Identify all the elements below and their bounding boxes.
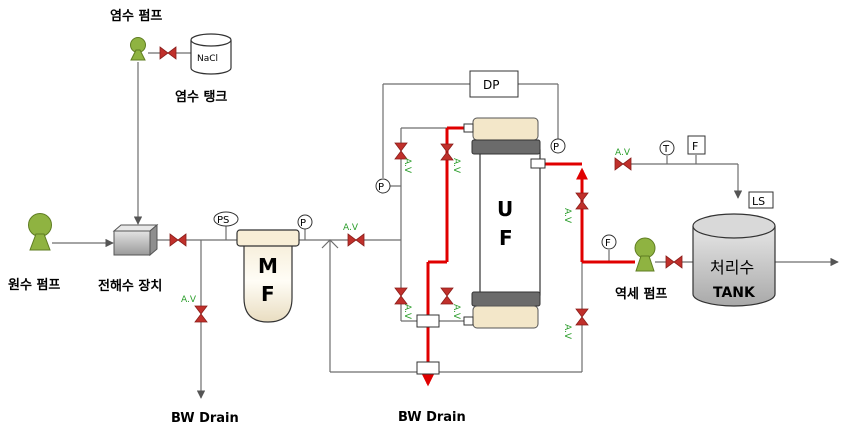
brine-tank-content: NaCl (197, 54, 218, 64)
pressure-gauge-uf-right: P (550, 138, 566, 154)
av-label-uf-lower-right: A.V (451, 304, 461, 320)
uf-inlet-valve-icon (347, 233, 365, 247)
av-label-uf-lower-left: A.V (402, 304, 412, 320)
svg-text:P: P (378, 182, 384, 193)
av-label-bw-supply: A.V (562, 208, 572, 224)
inlet-valve-icon (169, 233, 187, 247)
uf-lower-right-valve-icon (440, 287, 454, 305)
brine-pump-label: 염수 펌프 (110, 8, 162, 24)
svg-text:T: T (662, 144, 670, 155)
svg-text:F: F (692, 140, 698, 153)
av-label-uf-inlet: A.V (343, 223, 359, 233)
dp-gauge: DP (469, 70, 519, 98)
uf-upper-right-valve-icon (440, 143, 454, 161)
raw-water-pump-label: 원수 펌프 (8, 277, 60, 293)
svg-text:처리수: 처리수 (710, 258, 754, 277)
av-label-uf-upper-right: A.V (451, 158, 461, 174)
manifold-connector-lower (416, 361, 440, 375)
level-switch: LS (748, 191, 774, 209)
uf-upper-left-valve-icon (394, 142, 408, 160)
bw-drain-center-label: BW Drain (398, 410, 466, 425)
uf-lower-left-valve-icon (394, 287, 408, 305)
svg-text:F: F (499, 226, 513, 250)
pressure-switch: PS (213, 211, 239, 240)
svg-text:P: P (300, 218, 306, 229)
temperature-gauge: T (659, 140, 675, 156)
treated-water-tank: 처리수 TANK (692, 213, 776, 307)
svg-text:F: F (261, 282, 275, 306)
svg-text:PS: PS (217, 215, 229, 226)
svg-text:F: F (605, 238, 611, 249)
av-label-uf-upper-left: A.V (402, 158, 412, 174)
flow-meter-box: F (687, 135, 706, 155)
backwash-pump (634, 237, 656, 272)
svg-text:TANK: TANK (713, 285, 756, 301)
pressure-gauge-uf-left: P (375, 178, 391, 194)
backwash-pump-label: 역세 펌프 (615, 286, 667, 302)
return-valve-icon (575, 308, 589, 326)
svg-text:M: M (258, 254, 278, 278)
brine-tank: NaCl (190, 33, 232, 75)
bw-supply-valve-icon (575, 192, 589, 210)
electrolysis-unit (112, 223, 159, 257)
svg-text:LS: LS (752, 195, 765, 208)
brine-tank-label: 염수 탱크 (175, 89, 227, 105)
svg-text:DP: DP (483, 78, 499, 92)
raw-water-pump (28, 213, 52, 251)
backwash-valve-icon (665, 255, 683, 269)
svg-text:U: U (497, 197, 513, 221)
left-bw-drain-valve-icon (194, 305, 208, 323)
bw-drain-left-label: BW Drain (171, 411, 239, 426)
brine-valve-icon (159, 46, 177, 60)
mf-filter: M F (236, 229, 300, 323)
svg-text:P: P (553, 142, 559, 153)
av-label-treated: A.V (615, 148, 631, 158)
uf-module: U F (463, 117, 546, 329)
treated-valve-icon (614, 157, 632, 171)
electrolysis-unit-label: 전해수 장치 (98, 278, 162, 294)
av-label-return: A.V (562, 324, 572, 340)
av-label-left-drain: A.V (181, 295, 197, 305)
flow-gauge-backwash: F (601, 234, 617, 250)
pressure-gauge-mf: P (297, 214, 313, 240)
manifold-connector-upper (416, 314, 440, 328)
brine-pump (130, 37, 146, 61)
